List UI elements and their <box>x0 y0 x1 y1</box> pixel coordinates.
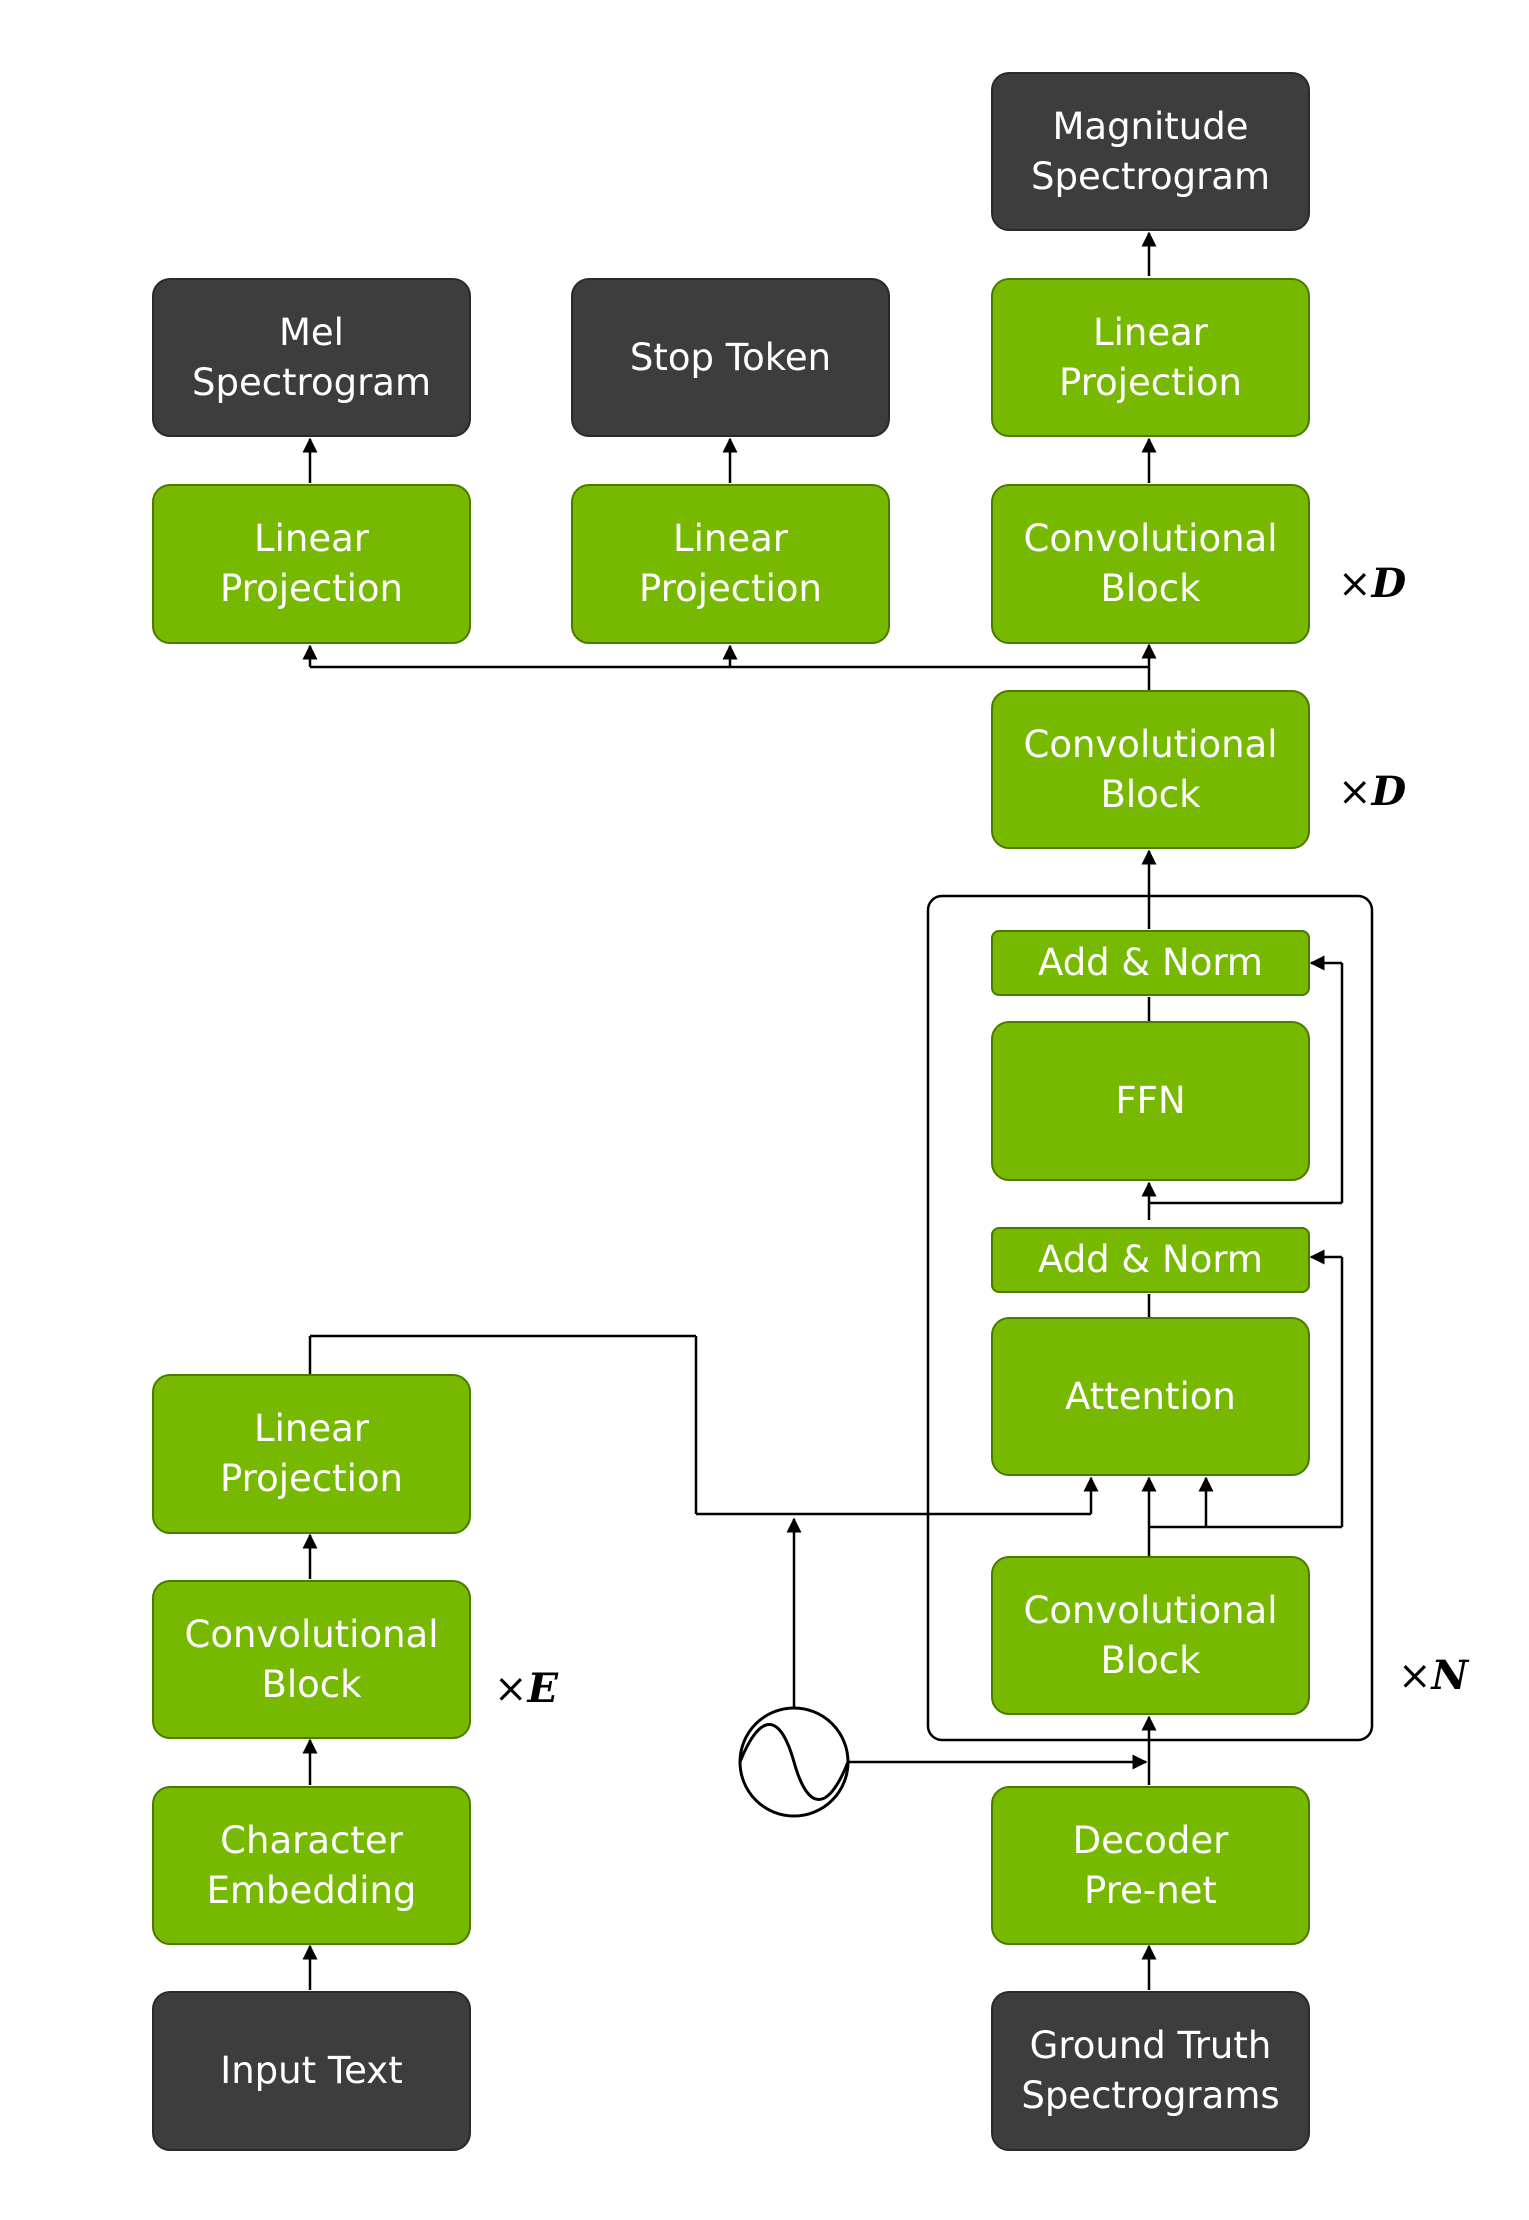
multiplier-encoder-e: ×E <box>494 1665 559 1712</box>
linear-projection-mel: Linear Projection <box>152 484 471 644</box>
input-text: Input Text <box>152 1991 471 2151</box>
postnet-convolutional-block: Convolutional Block <box>991 484 1310 644</box>
sine-wave-circle-icon <box>738 1723 850 1801</box>
decoder-layer-convolutional-block: Convolutional Block <box>991 1556 1310 1715</box>
decoder-prenet: Decoder Pre-net <box>991 1786 1310 1945</box>
character-embedding: Character Embedding <box>152 1786 471 1945</box>
magnitude-spectrogram-output: Magnitude Spectrogram <box>991 72 1310 231</box>
add-norm-bottom: Add & Norm <box>991 1227 1310 1293</box>
ground-truth-spectrograms-input: Ground Truth Spectrograms <box>991 1991 1310 2151</box>
mel-spectrogram-output: Mel Spectrogram <box>152 278 471 437</box>
linear-projection-stop: Linear Projection <box>571 484 890 644</box>
multiplier-decoder-d: ×D <box>1338 768 1407 815</box>
encoder-linear-projection: Linear Projection <box>152 1374 471 1534</box>
decoder-convolutional-block: Convolutional Block <box>991 690 1310 849</box>
stop-token-output: Stop Token <box>571 278 890 437</box>
attention-block: Attention <box>991 1317 1310 1476</box>
encoder-convolutional-block: Convolutional Block <box>152 1580 471 1739</box>
linear-projection-magnitude: Linear Projection <box>991 278 1310 437</box>
multiplier-decoder-n: ×N <box>1398 1652 1469 1699</box>
add-norm-top: Add & Norm <box>991 930 1310 996</box>
multiplier-postnet-d: ×D <box>1338 560 1407 607</box>
ffn-block: FFN <box>991 1021 1310 1181</box>
